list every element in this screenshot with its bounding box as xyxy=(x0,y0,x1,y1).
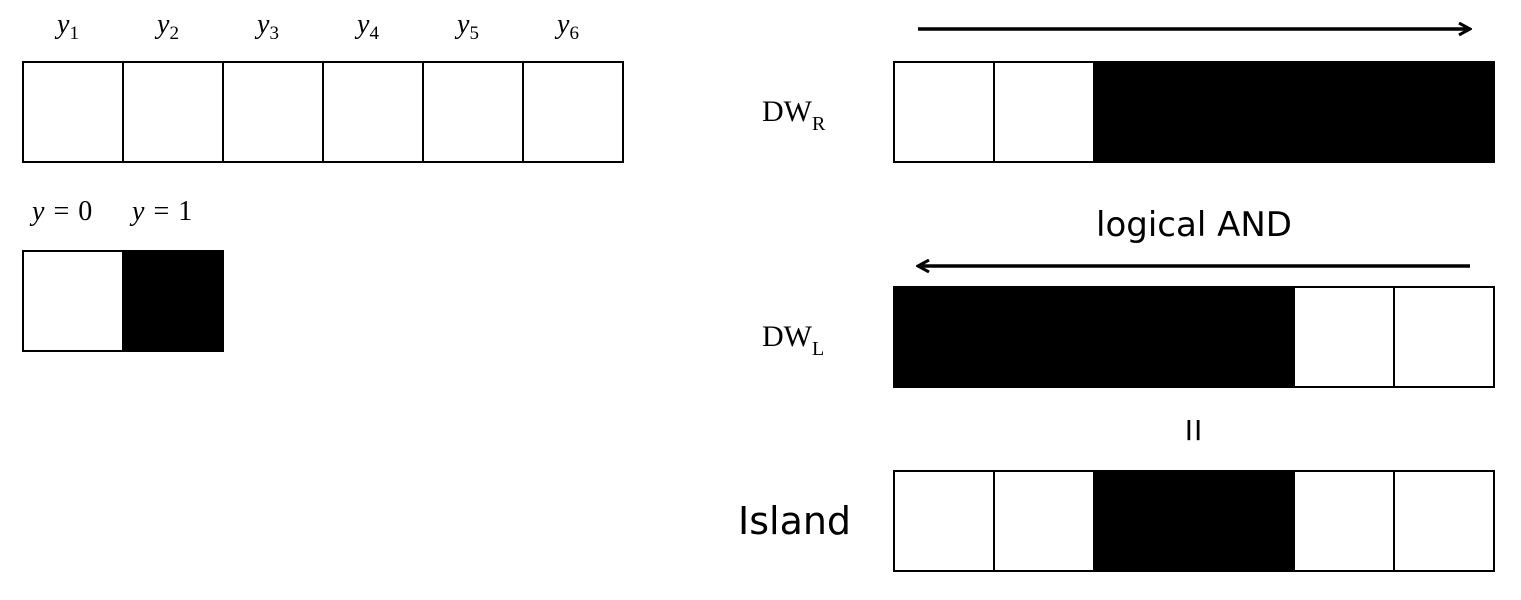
dw-r-cell-5 xyxy=(1293,61,1395,163)
variable-strip xyxy=(22,61,624,163)
island-label: Island xyxy=(738,499,851,543)
variable-cell-1 xyxy=(22,61,124,163)
legend-cell-2 xyxy=(122,250,224,352)
dw-r-strip xyxy=(893,61,1495,163)
island-cell-2 xyxy=(993,470,1095,572)
dw-r-cell-1 xyxy=(893,61,995,163)
dw-l-label: DWL xyxy=(762,320,824,360)
var-label-5: y5 xyxy=(454,9,479,44)
dw-l-cell-5 xyxy=(1293,286,1395,388)
dw-l-cell-4 xyxy=(1193,286,1295,388)
dw-l-cell-6 xyxy=(1393,286,1495,388)
dw-l-cell-2 xyxy=(993,286,1095,388)
dw-r-cell-4 xyxy=(1193,61,1295,163)
dw-l-strip xyxy=(893,286,1495,388)
dw-r-cell-6 xyxy=(1393,61,1495,163)
operation-label: logical AND xyxy=(1096,205,1292,245)
var-label-4: y4 xyxy=(354,9,379,44)
island-cell-5 xyxy=(1293,470,1395,572)
variable-cell-4 xyxy=(322,61,424,163)
variable-cell-3 xyxy=(222,61,324,163)
var-label-3: y3 xyxy=(254,9,279,44)
variable-labels: y1 y2 y3 y4 y5 y6 xyxy=(54,9,579,44)
var-label-1: y1 xyxy=(54,9,79,44)
legend-strip xyxy=(22,250,224,352)
var-label-6: y6 xyxy=(554,9,579,44)
dw-l-cell-3 xyxy=(1093,286,1195,388)
island-cell-4 xyxy=(1193,470,1295,572)
legend-label-0: y=0 xyxy=(29,196,92,227)
dw-r-label: DWR xyxy=(762,95,826,135)
var-label-2: y2 xyxy=(154,9,179,44)
equals-symbol: II xyxy=(1185,414,1204,447)
variable-cell-2 xyxy=(122,61,224,163)
legend-label-1: y=1 xyxy=(129,196,192,227)
variable-cell-6 xyxy=(522,61,624,163)
legend-labels: y=0 y=1 xyxy=(29,196,192,227)
dw-l-cell-1 xyxy=(893,286,995,388)
island-strip xyxy=(893,470,1495,572)
dw-r-cell-3 xyxy=(1093,61,1195,163)
legend-cell-1 xyxy=(22,250,124,352)
island-cell-1 xyxy=(893,470,995,572)
dw-r-cell-2 xyxy=(993,61,1095,163)
variable-cell-5 xyxy=(422,61,524,163)
island-cell-3 xyxy=(1093,470,1195,572)
island-cell-6 xyxy=(1393,470,1495,572)
